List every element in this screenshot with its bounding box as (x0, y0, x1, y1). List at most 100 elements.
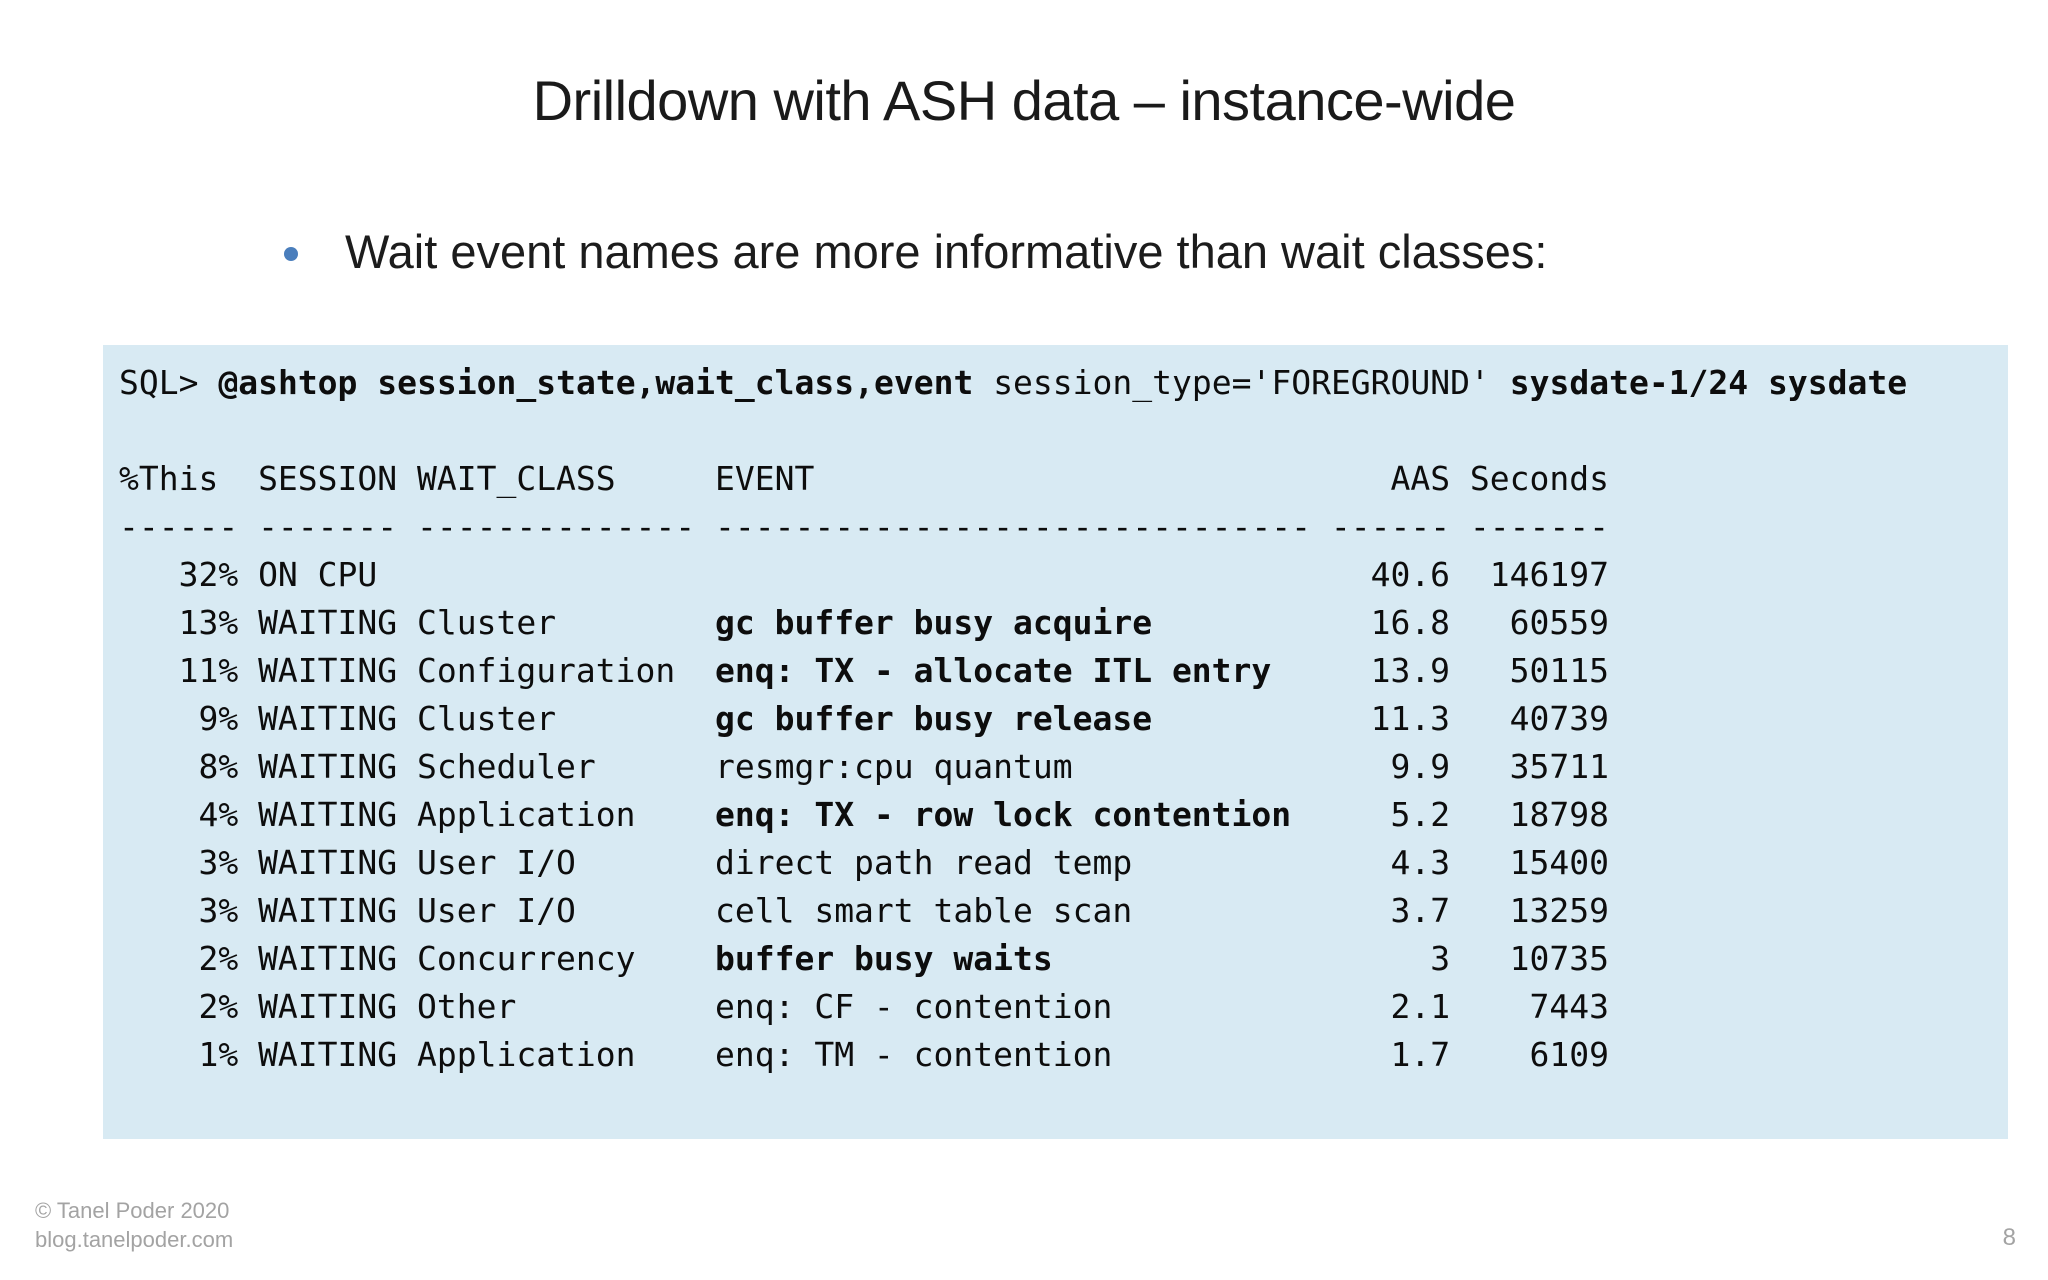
cell-aas: 5.2 (1390, 795, 1451, 834)
cell-seconds: ------- (1469, 507, 1609, 546)
cell-event: gc buffer busy release (714, 699, 1153, 738)
sql-command-segment: SQL> (119, 363, 219, 402)
sql-command-segment: @ashtop session_state,wait_class,event (218, 363, 994, 402)
table-row: 3% WAITING User I/O direct path read temp 4.… (119, 839, 2008, 887)
cell-aas: AAS (1390, 459, 1451, 498)
table-row: 4% WAITING Application enq: TX - row lock c… (119, 791, 2008, 839)
cell-wait_class: Application (416, 795, 636, 834)
cell-aas: 4.3 (1390, 843, 1451, 882)
cell-aas: ------ (1330, 507, 1451, 546)
table-row: 2% WAITING Concurrency buffer busy waits 3 10… (119, 935, 2008, 983)
cell-event: enq: TX - row lock contention (714, 795, 1292, 834)
cell-seconds: 13259 (1509, 891, 1609, 930)
cell-seconds: 18798 (1509, 795, 1609, 834)
cell-pct: 1% (198, 1035, 239, 1074)
cell-pct: 2% (198, 939, 239, 978)
cell-aas: 3 (1430, 939, 1451, 978)
bullet-text: Wait event names are more informative th… (345, 225, 1548, 278)
cell-seconds: 15400 (1509, 843, 1609, 882)
cell-pct: 13% (178, 603, 239, 642)
cell-event: buffer busy waits (714, 939, 1053, 978)
table-row: 11% WAITING Configuration enq: TX - allocat… (119, 647, 2008, 695)
cell-wait_class: Concurrency (416, 939, 636, 978)
cell-seconds: 6109 (1529, 1035, 1609, 1074)
cell-session: WAITING (258, 1035, 398, 1074)
cell-pct: 3% (198, 843, 239, 882)
cell-event: enq: CF - contention (714, 987, 1113, 1026)
cell-session: ------- (258, 507, 398, 546)
cell-wait_class: -------------- (416, 507, 696, 546)
cell-session: WAITING (258, 939, 398, 978)
page-number: 8 (2002, 1224, 2016, 1251)
cell-session: WAITING (258, 987, 398, 1026)
cell-event: gc buffer busy acquire (714, 603, 1153, 642)
cell-pct: 8% (198, 747, 239, 786)
cell-session: WAITING (258, 795, 398, 834)
table-row: 8% WAITING Scheduler resmgr:cpu quantum 9.9 3… (119, 743, 2008, 791)
cell-wait_class: Scheduler (416, 747, 596, 786)
cell-seconds: Seconds (1469, 459, 1609, 498)
table-header-row: %This SESSION WAIT_CLASS EVENT AAS Seconds (119, 455, 2008, 503)
table-row: 32% ON CPU 40.6 146197 (119, 551, 2008, 599)
sql-command-segment: session_type='FOREGROUND' (993, 363, 1510, 402)
cell-session: ON CPU (258, 555, 378, 594)
cell-session: SESSION (258, 459, 398, 498)
cell-session: WAITING (258, 843, 398, 882)
cell-event: resmgr:cpu quantum (714, 747, 1073, 786)
cell-event: enq: TM - contention (714, 1035, 1113, 1074)
table-row: 1% WAITING Application enq: TM - contention… (119, 1031, 2008, 1079)
cell-seconds: 7443 (1529, 987, 1609, 1026)
sql-command-segment: sysdate-1/24 sysdate (1509, 363, 1908, 402)
cell-aas: 1.7 (1390, 1035, 1451, 1074)
cell-seconds: 40739 (1509, 699, 1609, 738)
cell-session: WAITING (258, 603, 398, 642)
cell-wait_class: Cluster (416, 603, 557, 642)
cell-wait_class: Other (416, 987, 517, 1026)
table-row: 9% WAITING Cluster gc buffer busy release 11… (119, 695, 2008, 743)
cell-wait_class: Application (416, 1035, 636, 1074)
cell-event: EVENT (714, 459, 815, 498)
cell-pct: 11% (178, 651, 239, 690)
cell-aas: 40.6 (1370, 555, 1451, 594)
cell-seconds: 35711 (1509, 747, 1609, 786)
ash-table: %This SESSION WAIT_CLASS EVENT AAS Seconds ---… (119, 455, 2008, 1079)
cell-session: WAITING (258, 699, 398, 738)
sql-output-panel: SQL> @ashtop session_state,wait_class,ev… (103, 345, 2008, 1139)
cell-pct: %This (119, 459, 219, 498)
cell-wait_class: User I/O (416, 843, 576, 882)
cell-event: ------------------------------ (714, 507, 1311, 546)
sql-command-line: SQL> @ashtop session_state,wait_class,ev… (119, 359, 2008, 407)
cell-pct: 9% (198, 699, 239, 738)
cell-event: direct path read temp (714, 843, 1133, 882)
cell-aas: 2.1 (1390, 987, 1451, 1026)
footer-url: blog.tanelpoder.com (35, 1227, 234, 1252)
cell-pct: 32% (178, 555, 239, 594)
footer: © Tanel Poder 2020 blog.tanelpoder.com (35, 1196, 233, 1254)
cell-pct: 3% (198, 891, 239, 930)
slide-title: Drilldown with ASH data – instance-wide (532, 69, 1516, 132)
footer-copyright: © Tanel Poder 2020 (35, 1198, 230, 1223)
bullet-icon (284, 247, 298, 261)
cell-seconds: 10735 (1509, 939, 1609, 978)
cell-aas: 9.9 (1390, 747, 1451, 786)
cell-aas: 13.9 (1370, 651, 1451, 690)
cell-event: cell smart table scan (714, 891, 1133, 930)
cell-session: WAITING (258, 747, 398, 786)
cell-wait_class: Cluster (416, 699, 557, 738)
cell-seconds: 60559 (1509, 603, 1609, 642)
cell-event: enq: TX - allocate ITL entry (714, 651, 1272, 690)
cell-pct: 4% (198, 795, 239, 834)
cell-seconds: 146197 (1489, 555, 1609, 594)
cell-aas: 11.3 (1370, 699, 1451, 738)
cell-session: WAITING (258, 651, 398, 690)
cell-aas: 3.7 (1390, 891, 1451, 930)
cell-pct: ------ (119, 507, 239, 546)
cell-session: WAITING (258, 891, 398, 930)
blank-line (119, 407, 2008, 455)
cell-seconds: 50115 (1509, 651, 1609, 690)
cell-wait_class: WAIT_CLASS (416, 459, 616, 498)
cell-wait_class: Configuration (416, 651, 676, 690)
